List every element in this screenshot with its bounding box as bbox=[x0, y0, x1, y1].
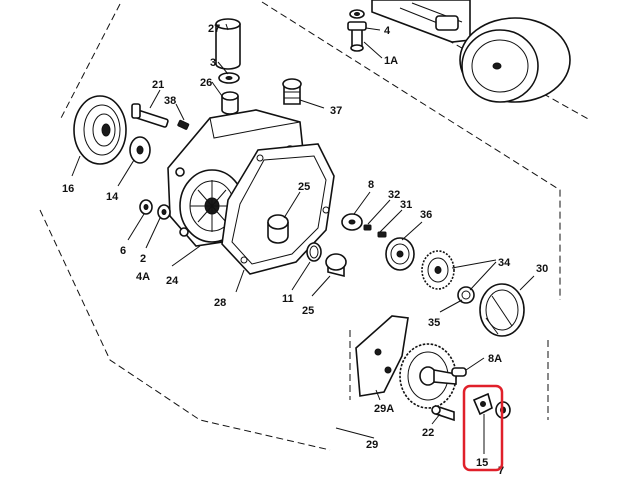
callout-6: 6 bbox=[120, 245, 126, 257]
spacer-part-8 bbox=[341, 213, 363, 231]
pin-part-38 bbox=[177, 119, 190, 130]
callout-30: 30 bbox=[536, 263, 548, 275]
gear-part-29 bbox=[399, 343, 457, 409]
washer-part-35 bbox=[457, 286, 475, 304]
callout-35: 35 bbox=[428, 317, 440, 329]
plug-part-37 bbox=[282, 78, 302, 105]
callout-36: 36 bbox=[420, 209, 432, 221]
callout-16: 16 bbox=[62, 183, 74, 195]
sleeve-part-27 bbox=[215, 18, 241, 70]
callout-24: 24 bbox=[166, 275, 179, 287]
dashed-reference-lines bbox=[39, 1, 591, 451]
pin-part-32 bbox=[363, 224, 372, 231]
nut-part-6 bbox=[139, 199, 153, 215]
washer-part-14 bbox=[129, 136, 151, 164]
callout-32: 32 bbox=[388, 189, 400, 201]
pin-part-8a bbox=[451, 367, 467, 377]
link-part-15 bbox=[472, 392, 493, 416]
plate-part-29a bbox=[355, 315, 409, 397]
bushing-part-26 bbox=[221, 91, 239, 115]
callout-1a: 1A bbox=[384, 55, 398, 67]
callout-22: 22 bbox=[422, 427, 434, 439]
cap-screw-part-1a bbox=[347, 21, 367, 52]
washer-part-2 bbox=[157, 204, 171, 220]
shaft-assembly bbox=[371, 0, 471, 43]
spring-part-16 bbox=[73, 95, 127, 165]
pin-part-31 bbox=[377, 231, 387, 238]
callout-11: 11 bbox=[282, 293, 294, 305]
callout-27: 27 bbox=[208, 23, 220, 35]
callout-21: 21 bbox=[152, 79, 164, 91]
callout-labels: 27 4 1A 3 26 21 38 37 16 14 25 8 32 31 3… bbox=[62, 23, 548, 477]
bushing-part-25-upper bbox=[267, 214, 289, 244]
pin-part-22 bbox=[431, 404, 455, 422]
screw-part-21 bbox=[131, 103, 169, 128]
callout-38: 38 bbox=[164, 95, 176, 107]
callout-8: 8 bbox=[368, 179, 374, 191]
washer-part-4 bbox=[349, 9, 365, 19]
callout-25-upper: 25 bbox=[298, 181, 310, 193]
callout-29: 29 bbox=[366, 439, 378, 451]
callout-14: 14 bbox=[106, 191, 119, 203]
bushing-part-25-lower bbox=[325, 253, 347, 278]
callout-31: 31 bbox=[400, 199, 412, 211]
drum-part bbox=[459, 17, 571, 103]
callout-34: 34 bbox=[498, 257, 511, 269]
callout-2: 2 bbox=[140, 253, 146, 265]
gasket-part-28 bbox=[221, 143, 335, 275]
ring-part-11 bbox=[306, 242, 322, 262]
callout-29a: 29A bbox=[374, 403, 394, 415]
highlight-box bbox=[462, 384, 504, 472]
washer-part-3 bbox=[218, 72, 240, 84]
callout-37: 37 bbox=[330, 105, 342, 117]
callout-7: 7 bbox=[498, 465, 504, 477]
callout-26: 26 bbox=[200, 77, 212, 89]
callout-8a: 8A bbox=[488, 353, 502, 365]
ring-part-30 bbox=[479, 283, 525, 337]
callout-15: 15 bbox=[476, 457, 488, 469]
callout-25-lower: 25 bbox=[302, 305, 314, 317]
gear-part-36 bbox=[385, 237, 415, 271]
leader-lines bbox=[71, 23, 535, 460]
callout-4: 4 bbox=[384, 25, 391, 37]
gear-part-34 bbox=[421, 250, 455, 290]
callout-3: 3 bbox=[210, 57, 216, 69]
callout-28: 28 bbox=[214, 297, 226, 309]
callout-4a: 4A bbox=[136, 271, 150, 283]
